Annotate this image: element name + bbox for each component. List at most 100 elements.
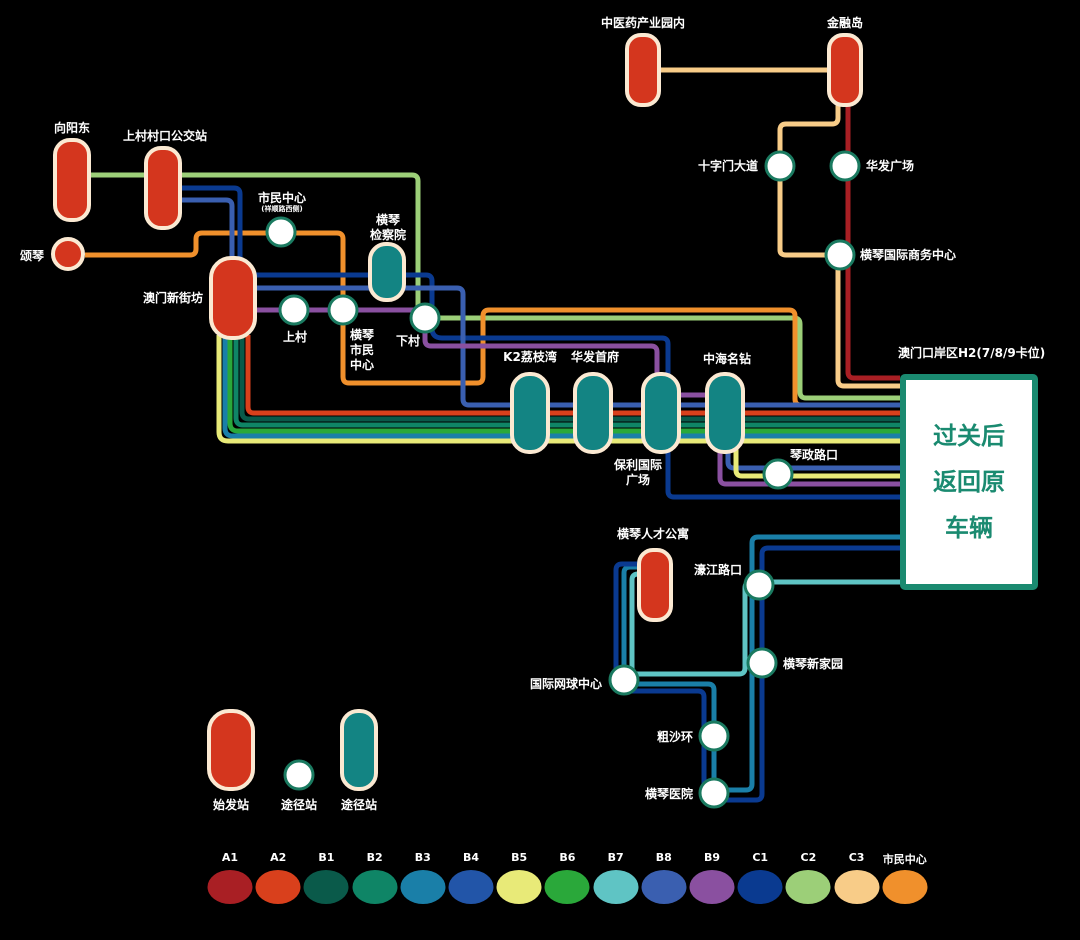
station-jianchayuan[interactable] [368,242,406,302]
destination-box: 过关后 返回原 车辆 [900,374,1038,590]
station-shangwu[interactable] [824,239,856,271]
label-shiminzhongxin-note: (祥顺路西侧) [261,205,303,213]
legend-line-label: B5 [511,851,528,864]
legend-line-swatch [593,870,639,904]
station-xinjiayuan[interactable] [746,647,778,679]
route-line-10 [733,440,900,479]
legend-line-swatch [400,870,446,904]
legend-line-label: 市民中心 [882,853,927,866]
label-jinrongdao: 金融岛 [826,16,864,30]
label-jianchayuan: 横琴 检察院 [369,213,407,242]
legend-line-swatch [207,870,253,904]
legend-line-label: B1 [318,851,335,864]
route-line-11 [245,335,900,416]
station-shiminzhongxin[interactable] [265,216,297,248]
label-haojiang: 濠江路口 [693,563,742,577]
route-line-12 [239,335,900,422]
legend-line-label: B8 [655,851,672,864]
legend-via-label: 途径站 [280,798,318,812]
station-shangcun[interactable] [278,294,310,326]
legend-line-label: B3 [414,851,431,864]
legend-line-label: B4 [462,851,480,864]
route-line-13 [233,335,900,428]
station-cushahuan[interactable] [698,720,730,752]
route-line-0 [660,67,900,389]
label-songqin: 颂琴 [19,249,44,263]
station-xiacun[interactable] [409,302,441,334]
terminal-legend-terminal[interactable] [207,709,255,791]
label-cushahuan: 粗沙环 [656,730,693,744]
legend-line-label: C3 [848,851,865,864]
destination-text: 过关后 返回原 车辆 [933,422,1005,542]
legend-line-swatch [882,870,928,904]
label-shizimen: 十字门大道 [697,159,758,173]
label-qinzheng: 琴政路口 [790,448,839,462]
legend-line-swatch [641,870,687,904]
legend-line-swatch [737,870,783,904]
label-wangqiu: 国际网球中心 [529,677,602,691]
station-haojiang[interactable] [743,569,775,601]
route-line-6 [255,272,900,500]
station-legend-via[interactable] [283,759,315,791]
label-huafaguangchang: 华发广场 [866,159,915,173]
label-xinjiayuan: 横琴新家园 [783,657,844,671]
station-hengqinshimin[interactable] [327,294,359,326]
station-wangqiu[interactable] [608,664,640,696]
label-rencai: 横琴人才公寓 [616,527,690,541]
station-huafaguangchang[interactable] [829,150,861,182]
label-shangcunkou: 上村村口公交站 [122,129,208,143]
terminal-songqin[interactable] [51,237,85,271]
label-hengqinshimin: 横琴 市民 中心 [349,328,375,372]
station-k2[interactable] [510,372,550,454]
label-xiangyangdong: 向阳东 [53,121,91,135]
label-baoli: 保利国际 广场 [613,458,663,487]
legend-line-swatch [496,870,542,904]
terminal-shangcunkou[interactable] [144,146,182,230]
terminal-zhongyiyao[interactable] [625,33,661,107]
route-line-14 [227,335,900,434]
label-yiyuan: 横琴医院 [644,787,693,801]
label-shiminzhongxin: 市民中心 [257,191,307,205]
station-qinzheng[interactable] [762,458,794,490]
label-zhonghai: 中海名钻 [702,352,752,366]
terminal-rencai[interactable] [637,548,673,622]
legend-line-label: C1 [752,851,769,864]
route-line-1 [845,105,900,381]
legend-line-label: C2 [800,851,817,864]
legend-line-swatch [689,870,735,904]
terminal-aomenxinjiefang[interactable] [209,256,257,340]
legend-line-label: A1 [221,851,239,864]
destination-title: 澳门口岸区H2(7/8/9卡位) [898,346,1046,360]
route-line-16 [216,335,900,444]
station-legend-via2[interactable] [340,709,378,791]
station-zhonghai[interactable] [705,372,745,454]
legend-line-label: A2 [270,851,287,864]
legend-line-swatch [544,870,590,904]
route-line-4 [175,185,243,260]
station-shizimen[interactable] [764,150,796,182]
label-shangwu: 横琴国际商务中心 [860,248,957,262]
legend-line-swatch [303,870,349,904]
label-aomenxinjiefang: 澳门新街坊 [142,291,203,305]
legend-line-swatch [448,870,494,904]
legend-line-swatch [255,870,301,904]
legend-line-label: B7 [607,851,624,864]
legend-line-label: B2 [366,851,383,864]
label-k2: K2荔枝湾 [503,350,557,364]
legend-via2-label: 途径站 [340,798,378,812]
terminal-xiangyangdong[interactable] [53,138,91,222]
station-baoli[interactable] [641,372,681,454]
terminal-jinrongdao[interactable] [827,33,863,107]
label-shangcun: 上村 [282,330,308,344]
route-line-5 [175,197,235,260]
legend-line-swatch [352,870,398,904]
legend-line-swatch [834,870,880,904]
label-huafashoufu: 华发首府 [570,350,620,364]
label-zhongyiyao: 中医药产业园内 [600,16,686,30]
label-xiacun: 下村 [395,334,421,348]
route-line-15 [222,335,900,439]
station-yiyuan[interactable] [698,777,730,809]
station-huafashoufu[interactable] [573,372,613,454]
legend-line-swatch [785,870,831,904]
